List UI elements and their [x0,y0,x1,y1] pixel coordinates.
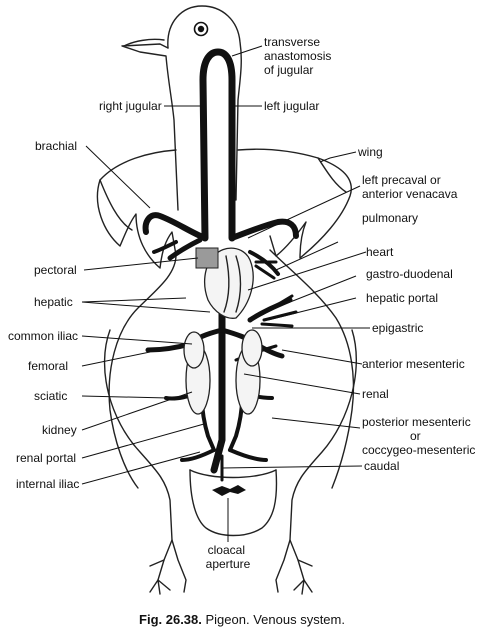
label-left-jugular: left jugular [264,99,319,113]
label-renal-portal: renal portal [16,451,76,465]
caption-text: Pigeon. Venous system. [202,612,345,627]
figure-caption: Fig. 26.38. Pigeon. Venous system. [139,612,345,627]
label-pulmonary: pulmonary [362,211,418,225]
label-renal: renal [362,387,389,401]
leader-lines [81,45,370,542]
bird-body-outline [96,5,358,595]
label-gastro-duodenal: gastro-duodenal [366,267,453,281]
cloacal-aperture-icon [212,485,246,496]
label-left-precaval: left precaval or anterior venacava [362,173,458,201]
label-wing: wing [357,145,383,159]
label-cloacal-aperture: cloacal aperture [206,543,251,571]
label-hepatic: hepatic [34,295,73,309]
label-internal-iliac: internal iliac [16,477,79,491]
label-common-iliac: common iliac [8,329,78,343]
label-transverse-anastomosis: transverse anastomosis of jugular [264,35,335,77]
label-caudal: caudal [364,459,399,473]
label-femoral: femoral [28,359,68,373]
label-epigastric: epigastric [372,321,423,335]
caption-number: Fig. 26.38. [139,612,202,627]
label-heart: heart [366,245,394,259]
label-kidney: kidney [42,423,77,437]
organs [183,247,263,496]
label-pectoral: pectoral [34,263,77,277]
label-anterior-mesenteric: anterior mesenteric [362,357,465,371]
label-right-jugular: right jugular [99,99,162,113]
labels: transverse anastomosis of jugular right … [8,35,475,571]
label-hepatic-portal: hepatic portal [366,291,438,305]
eye-icon [193,21,209,37]
label-brachial: brachial [35,139,77,153]
label-sciatic: sciatic [34,389,67,403]
label-posterior-mesenteric: posterior mesenteric or coccygeo-mesente… [362,415,475,457]
